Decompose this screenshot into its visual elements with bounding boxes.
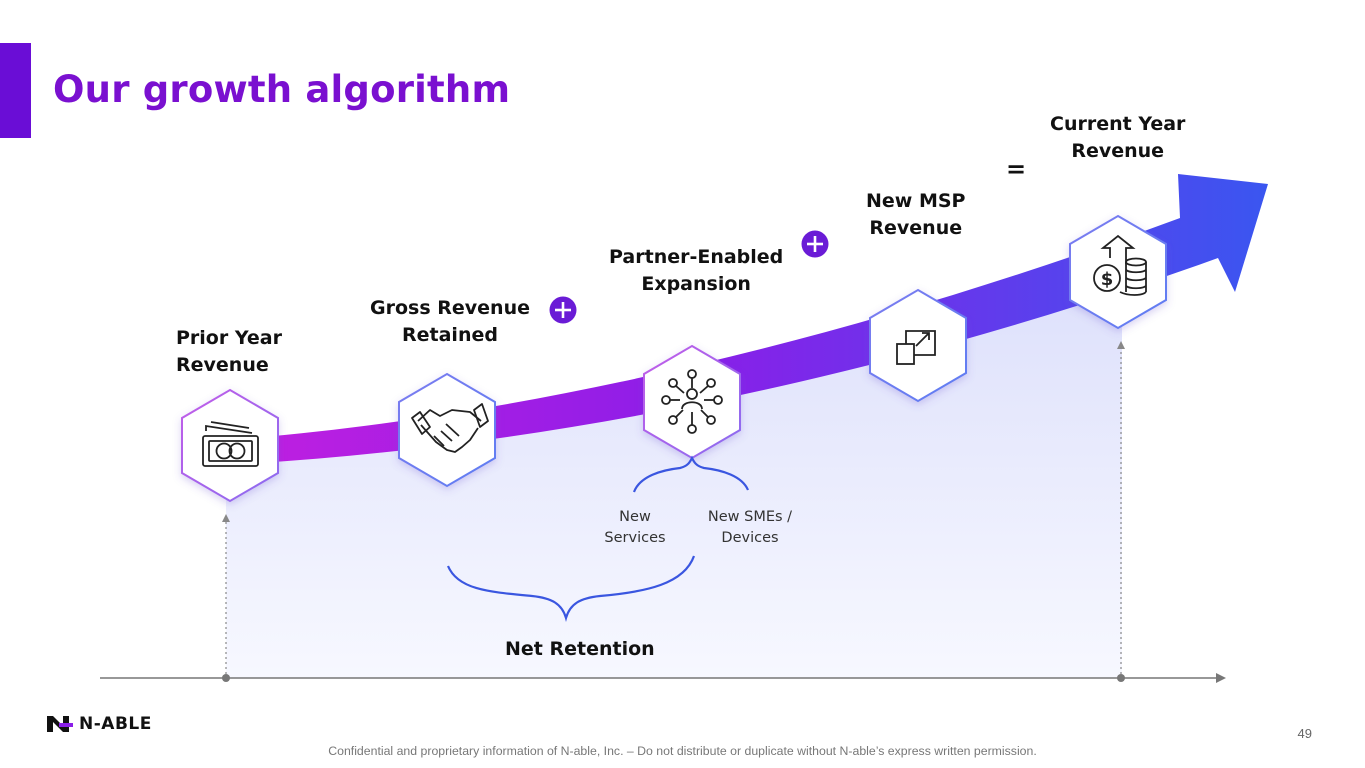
page-title: Our growth algorithm <box>53 68 511 111</box>
axis-marker-start <box>222 674 230 682</box>
title-accent-bar <box>0 43 31 138</box>
confidentiality-footer: Confidential and proprietary information… <box>328 744 1037 758</box>
net-retention-brace <box>446 555 696 622</box>
plus-icon <box>549 296 577 324</box>
logo-text: N-ABLE <box>79 714 152 734</box>
nable-logo: N-ABLE <box>47 714 152 734</box>
label-net-retention: Net Retention <box>505 638 655 660</box>
money-growth-icon: $ <box>1093 234 1147 296</box>
hex-new-msp <box>869 288 967 403</box>
growth-arrow <box>226 174 1268 465</box>
nable-logo-icon <box>47 716 73 732</box>
axis-marker-end <box>1117 674 1125 682</box>
label-new-smes-devices: New SMEs /Devices <box>707 509 793 546</box>
cash-icon <box>202 421 259 467</box>
equals-sign: = <box>1006 155 1027 183</box>
handshake-icon <box>411 403 489 453</box>
hex-gross-retained <box>398 372 496 488</box>
expansion-brace <box>632 455 750 493</box>
expand-icon <box>896 330 936 365</box>
page-number: 49 <box>1297 726 1312 741</box>
plus-icon <box>801 230 829 258</box>
svg-text:$: $ <box>1101 269 1114 290</box>
x-axis-arrowhead <box>1216 673 1226 683</box>
network-icon <box>661 369 723 434</box>
